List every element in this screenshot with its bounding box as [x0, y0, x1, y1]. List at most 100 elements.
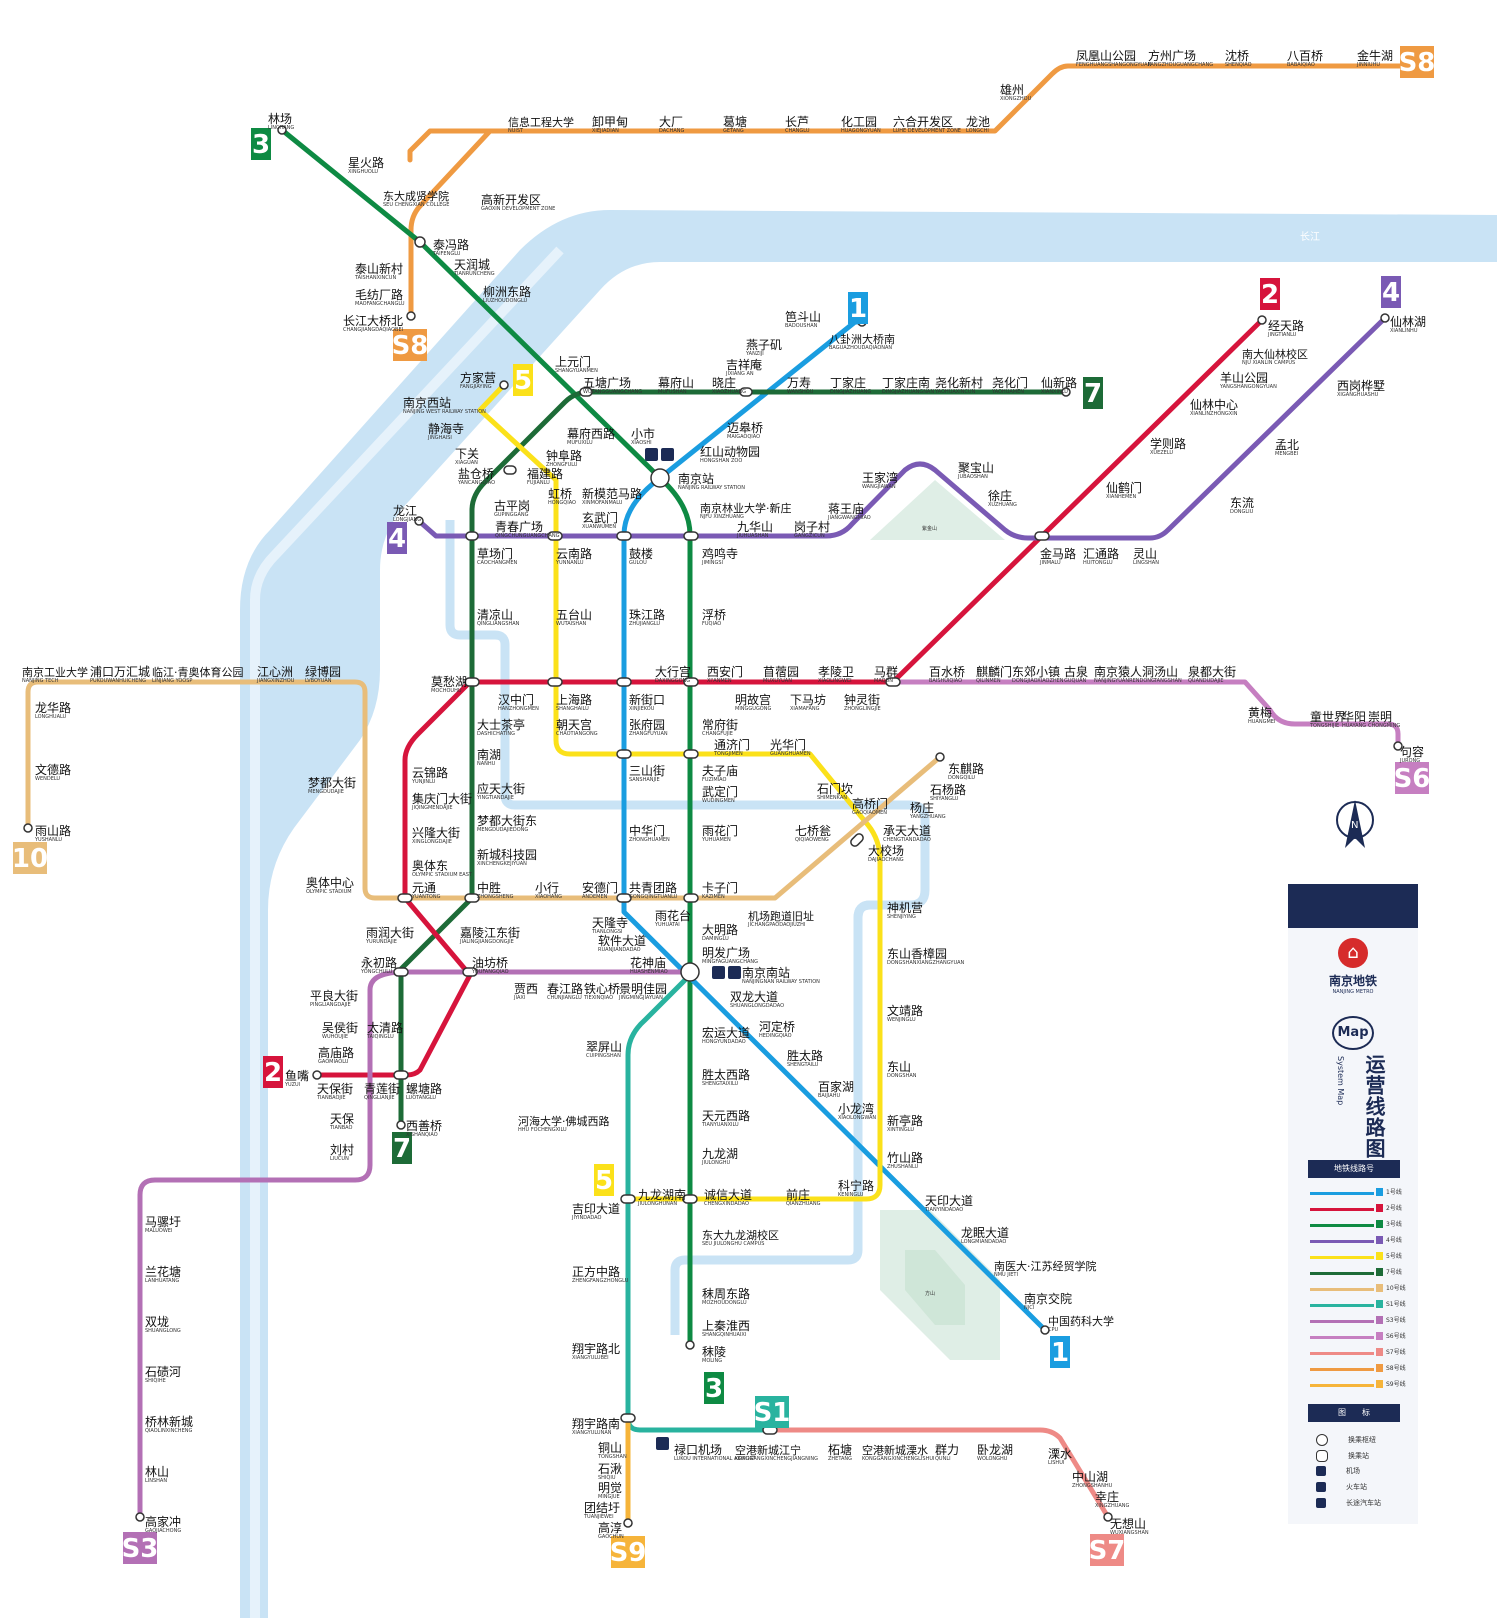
station[interactable]: 下关XIAGUAN	[455, 447, 479, 466]
station[interactable]: 盐仓桥YANCANGQIAO	[457, 467, 495, 486]
station[interactable]: 诚信大道CHENGXINDADAO	[704, 1188, 752, 1207]
station[interactable]: 尧化门YAOHUAMEN	[991, 375, 1028, 395]
station[interactable]: 西善桥XISHANQIAO	[406, 1118, 442, 1138]
station[interactable]: 五塘广场WUTANGGUANGCHANG	[583, 375, 642, 395]
station[interactable]: 小行XIAOHANG	[535, 881, 562, 900]
station[interactable]: 方州广场FANGZHOUGUANGCHANG	[1148, 48, 1213, 68]
station[interactable]: 群力QUNLI	[935, 1443, 959, 1462]
station[interactable]: 龙眠大道LONGMIANDADAO	[961, 1226, 1009, 1245]
station[interactable]: 晓庄XIAOZHUANG	[712, 375, 746, 395]
station[interactable]: 高桥门GAOQIAOMEN	[852, 796, 888, 816]
station[interactable]: 东麒路DONGQILU	[948, 761, 984, 781]
station[interactable]: 明发广场MINGFAGUANGCHANG	[702, 945, 758, 965]
station[interactable]: 清凉山QINGLIANGSHAN	[477, 607, 520, 627]
station[interactable]: 童世界TONGSHIJIE	[1309, 709, 1346, 729]
station[interactable]: 新模范马路XINMOFANMALU	[582, 486, 642, 506]
station[interactable]: 珠江路ZHUJIANGLU	[629, 607, 665, 627]
station[interactable]: 九华山JIUHUASHAN	[736, 520, 773, 539]
station[interactable]: 常府街CHANGFUJIE	[702, 717, 738, 737]
station[interactable]: 翔宇路北XIANGYULUBEI	[572, 1341, 620, 1361]
station[interactable]: 竹山路ZHUSHANLU	[887, 1150, 923, 1170]
station[interactable]: 奥体东OLYMPIC STADIUM EAST	[412, 859, 473, 878]
station[interactable]: 油坊桥YOUFANGQIAO	[471, 955, 509, 975]
station[interactable]: 雨润大街YURUNDAJIE	[365, 926, 414, 945]
station[interactable]: 河定桥HEDINGQIAO	[759, 1019, 795, 1039]
station[interactable]: 朝天宫CHAOTIANGONG	[556, 717, 598, 737]
station[interactable]: 东流DONGLIU	[1230, 496, 1254, 515]
station[interactable]: 王家湾WANGJIAWAN	[862, 470, 898, 490]
station[interactable]: 小市XIAOSHI	[631, 426, 655, 446]
station[interactable]: 孝陵卫XIAOLINGWEI	[818, 665, 854, 684]
station[interactable]: 崇明CHONGMING	[1368, 710, 1400, 729]
station[interactable]: 笆斗山BADOUSHAN	[785, 309, 821, 329]
station[interactable]: 九龙湖南JIULONGHUNAN	[637, 1187, 686, 1207]
station[interactable]: 明故宫MINGGUGONG	[735, 692, 771, 712]
station[interactable]: 仙林湖XIANLINHU	[1390, 314, 1426, 334]
station[interactable]: 兰花塘LANHUATANG	[145, 1264, 181, 1284]
station[interactable]: 河海大学·佛城西路HHU FOCHENGXILU	[518, 1114, 610, 1133]
station[interactable]: 石杨路SHIYANGLU	[930, 782, 966, 802]
station[interactable]: 科宁路KENINGLU	[838, 1178, 874, 1198]
station[interactable]: 鼓楼GULOU	[629, 546, 653, 566]
station[interactable]: 南京南站NANJINGNAN RAILWAY STATION	[742, 965, 820, 985]
station[interactable]: 钟阜路ZHONGFULU	[546, 448, 582, 468]
station[interactable]: 雨花门YUHUAMEN	[701, 823, 738, 843]
station[interactable]: 溧水LISHUI	[1048, 1447, 1072, 1466]
station[interactable]: 青莲街QINGLIANJIE	[364, 1082, 400, 1101]
station[interactable]: 华阳HUAYANG	[1342, 710, 1366, 729]
station[interactable]: 金马路JINMALU	[1039, 546, 1076, 566]
station[interactable]: 柘塘ZHETANG	[828, 1442, 852, 1462]
station[interactable]: 空港新城江宁KONGGANGXINCHENGJIANGNING	[735, 1443, 818, 1462]
station[interactable]: 福建路FUJIANLU	[527, 466, 563, 486]
station[interactable]: 卸甲甸XIEJIADIAN	[592, 114, 628, 134]
station[interactable]: 仙鹤门XIANHEMEN	[1106, 480, 1142, 500]
station[interactable]: 沈桥SHENQIAO	[1225, 48, 1252, 68]
station[interactable]: 天保TIANBAO	[329, 1112, 354, 1131]
station[interactable]: 泰山新村TAISHANXINCUN	[354, 261, 403, 281]
station[interactable]: 大行宫DAXINGGONG	[655, 664, 691, 684]
station[interactable]: 经天路JINGTIANLU	[1267, 318, 1304, 338]
station[interactable]: 仙林中心XIANLINZHONGXIN	[1190, 397, 1238, 417]
station[interactable]: 羊山公园YANGSHANGONGYUAN	[1219, 370, 1277, 390]
station[interactable]: 胜太西路SHENGTAIXILU	[702, 1067, 750, 1087]
station[interactable]: 中山湖ZHONGSHANHU	[1072, 1469, 1113, 1489]
station[interactable]: 奥体中心OLYMPIC STADIUM	[306, 875, 354, 895]
station[interactable]: 大校场DAJIAOCHANG	[868, 843, 904, 863]
station[interactable]: 幸庄XINGZHUANG	[1095, 1489, 1130, 1509]
station[interactable]: 太清路TAIQINGLU	[366, 1020, 403, 1040]
station[interactable]: 上元门SHANGYUANMEN	[555, 354, 598, 374]
station[interactable]: 雄州XIONGZHOU	[1000, 82, 1032, 102]
station[interactable]: 金牛湖JINNIUHU	[1356, 48, 1393, 68]
station[interactable]: 大明路DAMINGLU	[702, 922, 738, 942]
station[interactable]: 钟灵街ZHONGLINGJIE	[844, 692, 881, 712]
station[interactable]: 林场LINCHANG	[268, 112, 294, 131]
station[interactable]: 花神庙HUASHENMIAO	[630, 955, 668, 975]
station[interactable]: 东郊小镇DONGJIAOXIAOZHEN	[1012, 665, 1064, 684]
station[interactable]: 东大成贤学院SEU CHENGXIAN COLLEGE	[383, 189, 449, 208]
station[interactable]: 兴隆大街XINGLONGDAJIE	[412, 825, 460, 845]
station[interactable]: 浦口万汇城PUKOUWANHUICHENG	[90, 665, 150, 684]
station[interactable]: 南京站NANJING RAILWAY STATION	[678, 471, 745, 491]
station[interactable]: 高家冲GAOJIACHONG	[145, 1514, 181, 1534]
station[interactable]: 南京西站NANJING WEST RAILWAY STATION	[403, 395, 486, 415]
station[interactable]: 丁家庄南DINGJIAZHUANGNAN	[882, 375, 934, 395]
station[interactable]: 云锦路YUNJINLU	[411, 765, 448, 785]
station[interactable]: 刘村LIUCUN	[330, 1143, 354, 1162]
station[interactable]: 卡子门KAZIMEN	[702, 880, 738, 900]
station[interactable]: 石碛河SHIQIHE	[145, 1365, 181, 1384]
station[interactable]: 大厂DACHANG	[659, 115, 685, 134]
station[interactable]: 梦都大街东MENGDUDAJIEDONG	[477, 814, 537, 833]
station[interactable]: 天元西路TIANYUANXILU	[701, 1108, 750, 1128]
station[interactable]: 永初路YONGCHULU	[360, 955, 397, 975]
station[interactable]: 南京猿人洞NANJINGYUANRENDONG	[1094, 664, 1155, 684]
station[interactable]: 中华门ZHONGHUAMEN	[629, 823, 670, 843]
station[interactable]: 龙华路LONGHUALU	[35, 700, 71, 720]
station[interactable]: 莫愁湖MOCHOUHU	[431, 674, 467, 694]
station[interactable]: 上海路SHANGHAILU	[556, 692, 592, 712]
station[interactable]: 古泉GUQUAN	[1064, 664, 1088, 684]
station[interactable]: 幕府山MUFUSHAN	[658, 375, 694, 395]
station[interactable]: 铁心桥TIEXINQIAO	[583, 982, 620, 1001]
station[interactable]: 中国药科大学CPU	[1048, 1314, 1114, 1333]
station[interactable]: 九龙湖JIULONGHU	[701, 1146, 738, 1166]
station[interactable]: 团结圩TUANJIEWEI	[583, 1501, 620, 1520]
